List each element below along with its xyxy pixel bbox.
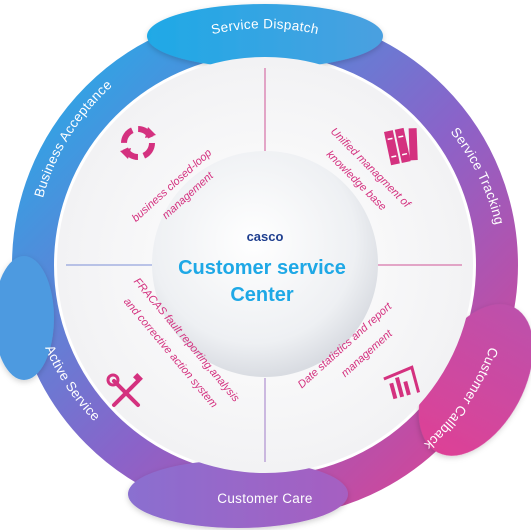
- cycle-arrows-icon: [120, 126, 156, 160]
- center-title-line1: Customer service: [178, 257, 346, 279]
- ring-label-care: Customer Care: [217, 491, 312, 506]
- center-title-line2: Center: [230, 284, 294, 306]
- report-chart-icon: [383, 365, 421, 400]
- ring-segment-dispatch: [147, 4, 383, 68]
- books-icon: [384, 127, 418, 166]
- ring-segment-active: [0, 256, 54, 380]
- brand-name: casco: [247, 229, 284, 244]
- center-circle: [152, 151, 378, 377]
- tools-icon: [106, 373, 143, 407]
- ring-segment-care: [128, 460, 348, 528]
